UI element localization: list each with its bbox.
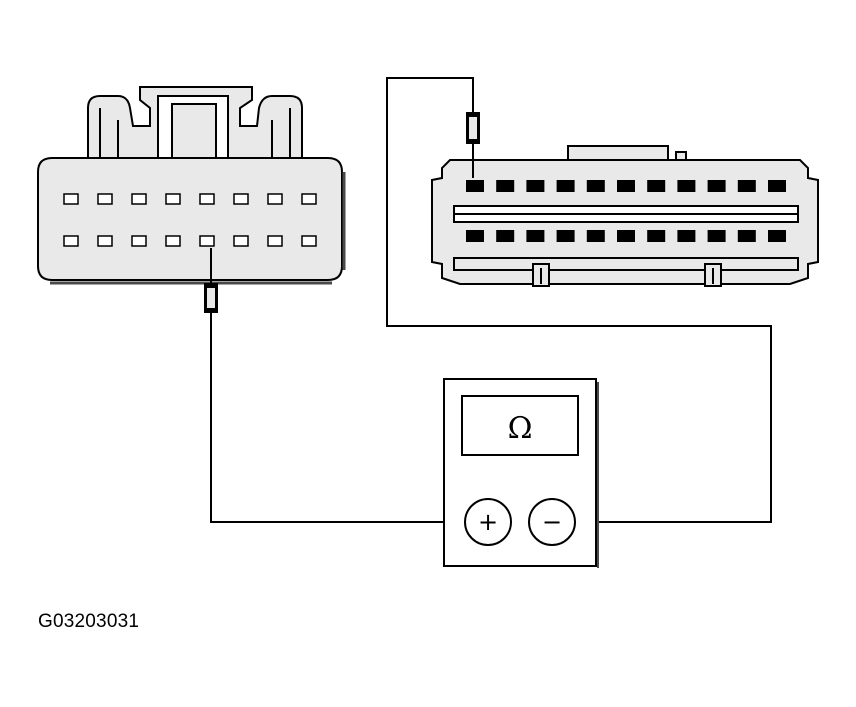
left-connector-pin bbox=[233, 193, 249, 205]
left-connector-pin bbox=[233, 235, 249, 247]
right-connector-lock-tab bbox=[567, 145, 687, 161]
negative-test-lead bbox=[386, 77, 772, 523]
right-connector-pin bbox=[647, 230, 666, 242]
right-connector-pin bbox=[707, 230, 726, 242]
left-connector-pin bbox=[165, 235, 181, 247]
left-connector-pin bbox=[97, 235, 113, 247]
right-connector-pins bbox=[466, 180, 786, 242]
positive-terminal[interactable] bbox=[464, 498, 512, 546]
left-connector-pin bbox=[267, 193, 283, 205]
left-connector-pin bbox=[165, 193, 181, 205]
left-probe bbox=[204, 248, 218, 313]
right-connector-pin bbox=[737, 180, 756, 192]
right-connector-pin bbox=[496, 230, 515, 242]
left-connector-pin bbox=[131, 235, 147, 247]
right-connector-pin bbox=[586, 180, 605, 192]
right-connector-pin bbox=[677, 180, 696, 192]
ohmmeter-display bbox=[461, 395, 579, 456]
right-connector-pin bbox=[556, 180, 575, 192]
right-connector-pin bbox=[617, 180, 635, 192]
negative-terminal-label: − bbox=[542, 508, 562, 536]
right-connector-pin bbox=[526, 230, 545, 242]
right-connector bbox=[431, 145, 819, 287]
left-connector-pin bbox=[301, 193, 317, 205]
left-connector-pin bbox=[301, 235, 317, 247]
negative-terminal[interactable] bbox=[528, 498, 576, 546]
right-connector-pin bbox=[677, 230, 696, 242]
ohm-symbol: Ω bbox=[508, 411, 533, 446]
right-connector-pin bbox=[496, 180, 515, 192]
ohmmeter: Ω + − bbox=[443, 378, 599, 568]
right-connector-pin bbox=[617, 230, 635, 242]
left-connector-pin bbox=[97, 193, 113, 205]
right-connector-pin bbox=[526, 180, 545, 192]
left-connector-pin bbox=[267, 235, 283, 247]
left-connector-pin bbox=[199, 235, 215, 247]
right-connector-pin bbox=[647, 180, 666, 192]
figure-id: G03203031 bbox=[38, 611, 140, 632]
right-connector-pin bbox=[556, 230, 575, 242]
right-connector-pin bbox=[768, 230, 786, 242]
right-probe bbox=[466, 112, 480, 178]
left-connector-pin bbox=[63, 235, 79, 247]
left-connector-pin bbox=[131, 193, 147, 205]
right-connector-pin bbox=[768, 180, 786, 192]
right-connector-pin bbox=[466, 230, 484, 242]
positive-terminal-label: + bbox=[478, 508, 498, 536]
left-connector-pins bbox=[63, 193, 317, 247]
right-connector-pin bbox=[737, 230, 756, 242]
left-connector-body bbox=[37, 157, 343, 281]
left-connector bbox=[37, 86, 346, 285]
right-connector-pin bbox=[707, 180, 726, 192]
right-connector-pin bbox=[466, 180, 484, 192]
right-connector-pin bbox=[586, 230, 605, 242]
left-connector-pin bbox=[199, 193, 215, 205]
left-connector-pin bbox=[63, 193, 79, 205]
positive-test-lead bbox=[210, 313, 464, 523]
